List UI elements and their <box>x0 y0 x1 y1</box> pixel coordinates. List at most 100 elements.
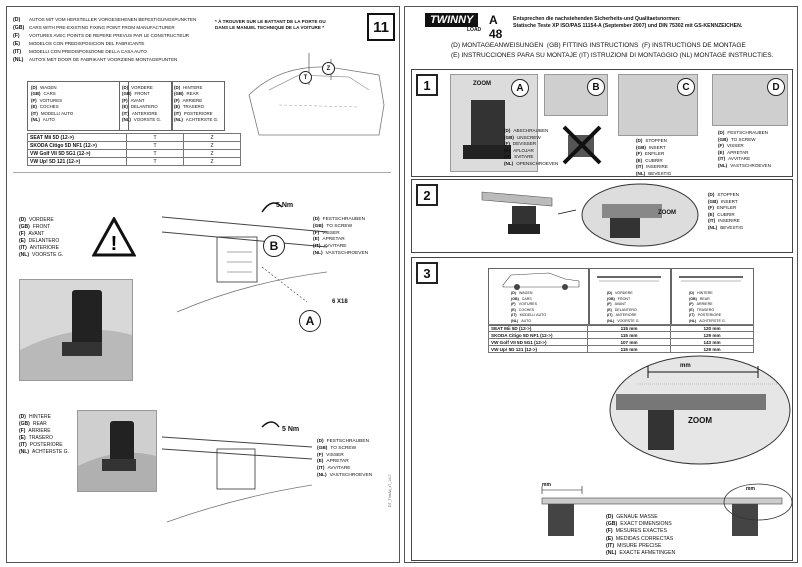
label-row: (GB)FRONT <box>607 297 640 303</box>
label-text: POSTERIORE <box>697 313 722 318</box>
certification-text: Entsprechen die nachstehenden Sicherheit… <box>513 16 743 29</box>
label-text: HINTERE <box>28 414 51 420</box>
label-text: REAR <box>699 296 710 301</box>
label-text: INSERIRE <box>718 218 740 224</box>
label-row: (F)ENFILER <box>708 205 743 212</box>
label-text: FRONT <box>32 224 51 230</box>
car-model-cell: VW Up! 5D 121 (12->) <box>488 345 588 353</box>
lang-code: (NL) <box>317 472 327 478</box>
no-tool-icon <box>562 125 602 165</box>
label-row: (E)COCHES <box>31 104 73 110</box>
label-row: (F)AVANT <box>122 98 161 104</box>
screw-label-rear: (D)FESTSCHRAUBEN(GB)TO SCREW(F)VISSER(E)… <box>317 439 372 480</box>
lang-code: (D) <box>13 17 21 23</box>
lang-code: (NL) <box>19 252 29 258</box>
label-text: TRASERO <box>28 435 53 441</box>
lang-code: (GB) <box>511 296 519 301</box>
label-text: EXACT DIMENSIONS <box>620 521 672 528</box>
label-text: DELANTERO <box>28 238 60 244</box>
lang-code: (F) <box>19 428 26 434</box>
lang-code: (E) <box>313 237 320 243</box>
label-row: (F)AVANT <box>607 302 640 308</box>
language-line-1: (D) MONTAGEANWEISUNGEN (GB) FITTING INST… <box>451 42 746 49</box>
label-text: COCHES <box>518 307 535 312</box>
step-1-panel: 1 ZOOM A B (D)ABSCHRAUBEN(GB)UNSCREW(F)D… <box>411 69 793 177</box>
car-model-cell: SEAT Mii 5D (12->) <box>488 324 588 332</box>
lang-code: (GB) <box>607 296 615 301</box>
label-text: VOORSTE G. <box>32 252 64 258</box>
lang-code: (IT) <box>511 313 517 318</box>
page-number: 11 <box>367 13 395 41</box>
label-row: (IT)SVITARE <box>504 154 558 161</box>
lang-code: (F) <box>636 151 642 157</box>
label-row: (E)APRETAR <box>313 237 368 244</box>
label-row: (F)DEVISSER <box>504 141 558 148</box>
lang-code: (F) <box>13 33 20 39</box>
label-row: (GB)EXACT DIMENSIONS <box>606 521 675 528</box>
label-text: VOORSTE G. <box>133 116 162 122</box>
lang-code: (NL) <box>718 162 728 168</box>
label-row: (NL)ACHTERSTE G. <box>689 319 726 325</box>
label-row: (IT)MODELLI AUTO <box>511 313 546 319</box>
screw-label-step1: (D)FESTSCHRAUBEN(GB)TO SCREW(F)VISSER(E)… <box>718 130 771 170</box>
lang-code: (D) <box>606 514 614 520</box>
lang-code: (IT) <box>174 110 181 116</box>
label-row: (E)TRASERO <box>174 104 218 110</box>
cars-header-cell: (D)WAGEN(GB)CARS(F)VOITURES(E)COCHES(IT)… <box>27 81 129 131</box>
label-text: ABSCHRAUBEN <box>513 128 549 133</box>
label-text: HINTERE <box>183 85 203 90</box>
label-row: (D)FESTSCHRAUBEN <box>317 439 372 446</box>
label-row: (NL)BEVESTIG <box>708 225 743 232</box>
label-row: (E)APRETAR <box>317 459 372 466</box>
label-row: (D)FESTSCHRAUBEN <box>718 130 771 137</box>
step-2-number: 2 <box>416 184 438 206</box>
step-1c-photo: C <box>618 74 698 136</box>
lang-code: (GB) <box>689 296 697 301</box>
label-text: HINTERE <box>697 291 713 295</box>
label-row: (GB)TO SCREW <box>313 224 368 231</box>
label-row: (F)VISSER <box>718 143 771 150</box>
label-text: AVANT <box>130 97 145 103</box>
label-text: APRETAR <box>322 237 345 243</box>
label-row: (E)APRETAR <box>718 150 771 157</box>
lang-code: (IT) <box>636 164 644 170</box>
mounting-text: VOITURES AVEC POINTS DE REPERE PREVUS PA… <box>29 33 190 38</box>
car-model-cell: VW Up! 5D 121 (12->) <box>27 157 127 166</box>
warning-icon: ! <box>92 217 136 257</box>
label-text: INSERT <box>720 198 738 204</box>
label-text: VORDERE <box>615 291 633 295</box>
label-text: VORDERE <box>28 217 54 223</box>
label-text: ACHTERSTE G. <box>699 318 726 323</box>
label-text: STOPFEN <box>645 138 668 143</box>
lang-code: (IT) <box>317 466 325 472</box>
label-text: OPENSCHROEVEN <box>516 160 559 166</box>
rear-foot-diagram <box>161 421 313 523</box>
lang-code: (E) <box>636 157 643 163</box>
lang-code: (IT) <box>19 245 27 251</box>
measure-zoom-diagram <box>609 355 791 465</box>
lang-code: (IT) <box>13 49 22 55</box>
label-row: (GB)FRONT <box>19 224 63 231</box>
label-row: (NL)VOORSTE G. <box>607 319 640 325</box>
lang-code: (GB) <box>19 224 30 230</box>
lang-code: (E) <box>607 307 612 312</box>
lang-code: (D) <box>504 128 511 133</box>
label-text: REAR <box>32 421 47 427</box>
lang-code: (F) <box>313 230 320 236</box>
lang-code: (NL) <box>504 160 514 166</box>
label-text: FRONT <box>617 296 631 301</box>
label-row: (GB)REAR <box>689 297 726 303</box>
label-row: (F)VISSER <box>317 453 372 460</box>
label-row: (F)MESURES EXACTES <box>606 528 675 535</box>
front-foot-photo <box>19 279 133 381</box>
dimension-cell: 129 mm <box>670 331 754 339</box>
step-1b-photo: B <box>544 74 608 116</box>
label-row: (D)GENAUE MASSE <box>606 514 675 521</box>
label-text: ANTERIORE <box>131 110 158 116</box>
